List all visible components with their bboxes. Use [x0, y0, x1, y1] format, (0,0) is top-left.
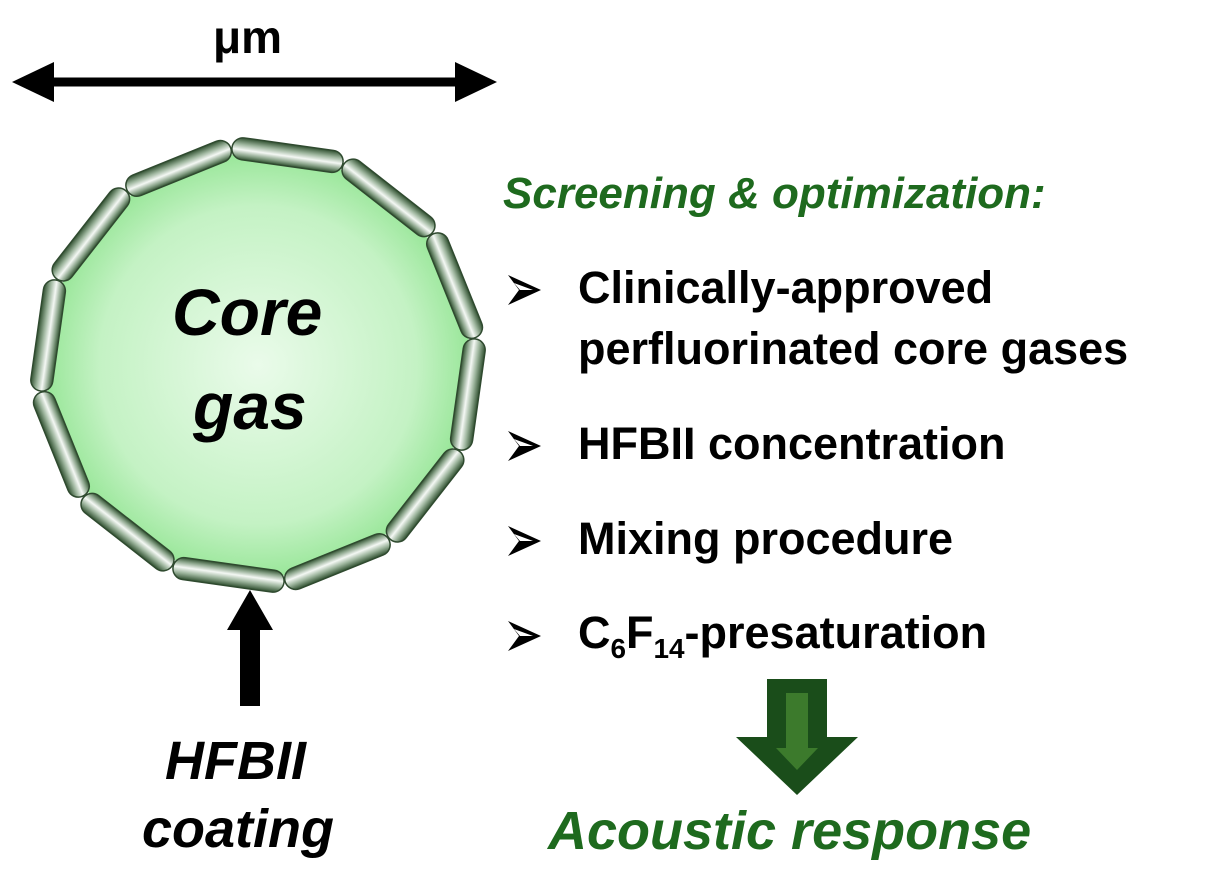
list-item-presaturation: C6F14-presaturation — [578, 608, 987, 664]
screening-heading: Screening & optimization: — [503, 169, 1046, 218]
coating-segment — [385, 448, 465, 543]
microbubble — [46, 153, 470, 577]
arrowhead-bullet-icon — [508, 621, 541, 651]
coating-segment — [172, 556, 285, 593]
coating-label-hfbii: HFBII — [165, 731, 306, 791]
arrowhead-bullet-icon — [508, 431, 541, 461]
up-arrow-icon — [227, 590, 273, 706]
coating-segment — [32, 390, 91, 498]
list-item-hfbii-concentration: HFBII concentration — [578, 418, 1006, 469]
coating-segment — [231, 137, 344, 174]
arrowhead-bullet-icon — [508, 275, 541, 305]
coating-segment — [449, 338, 486, 451]
hfbii-coating-shell — [30, 137, 486, 593]
bubble-label-core: Core — [172, 275, 323, 349]
acoustic-response-label: Acoustic response — [548, 801, 1032, 861]
coating-segment — [341, 158, 436, 238]
coating-segment — [125, 139, 233, 198]
double-headed-arrow-icon — [12, 62, 497, 102]
list-item-core-gases-line2: perfluorinated core gases — [578, 323, 1129, 374]
scale-label: μm — [213, 11, 283, 63]
coating-segment — [425, 232, 484, 340]
coating-segment — [51, 187, 131, 282]
coating-segment — [80, 492, 175, 572]
list-item-mixing-procedure: Mixing procedure — [578, 513, 954, 564]
arrowhead-bullet-icon — [508, 526, 541, 556]
formula-sub-6: 6 — [610, 632, 627, 664]
list-item-core-gases-line1: Clinically-approved — [578, 262, 994, 313]
down-arrow-icon — [736, 679, 858, 795]
formula-c: C — [578, 607, 611, 658]
coating-segment — [283, 532, 391, 591]
coating-label-coating: coating — [142, 799, 335, 859]
formula-f: F — [626, 607, 654, 658]
presaturation-text: -presaturation — [684, 607, 988, 658]
formula-sub-14: 14 — [653, 632, 685, 664]
bubble-label-gas: gas — [193, 369, 307, 443]
coating-segment — [30, 279, 67, 392]
